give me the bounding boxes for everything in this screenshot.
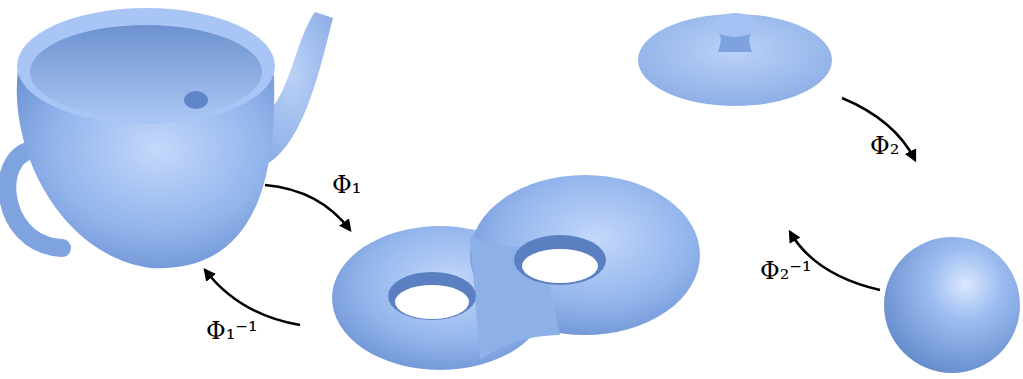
lid-disc — [638, 14, 832, 106]
torus-hole-shade — [388, 272, 476, 320]
teapot-rim — [17, 8, 275, 124]
spout-hole — [184, 91, 208, 109]
lid-knob — [713, 13, 757, 37]
teapot-inside — [30, 25, 262, 119]
map-label: Φ₁ — [332, 171, 361, 199]
map-arrow — [842, 98, 915, 160]
teapot — [7, 8, 333, 268]
map-arrow — [205, 270, 300, 325]
torus-hole — [395, 285, 469, 319]
sphere — [884, 237, 1020, 373]
map-label-holder: Φ₁⁻¹ — [206, 318, 258, 344]
map-label: Φ₂⁻¹ — [760, 257, 812, 285]
double-torus — [332, 175, 700, 370]
teapot-lid — [638, 13, 832, 106]
torus-hole — [522, 249, 598, 283]
map-label-holder: Φ₂⁻¹ — [760, 258, 812, 284]
map-label: Φ₂ — [870, 132, 899, 160]
torus-hole-shade — [514, 235, 606, 285]
map-label: Φ₁⁻¹ — [206, 317, 258, 345]
map-label-holder: Φ₂ — [870, 133, 899, 159]
map-label-holder: Φ₁ — [332, 172, 361, 198]
